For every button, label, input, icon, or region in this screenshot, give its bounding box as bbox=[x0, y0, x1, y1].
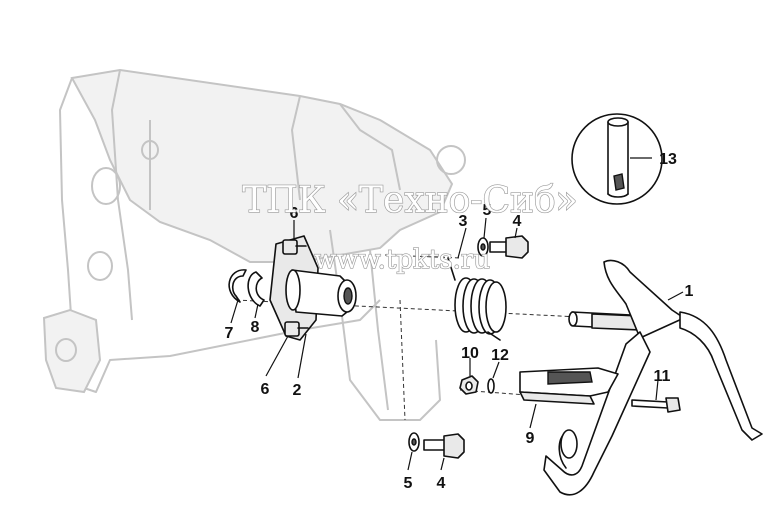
callout-1: 1 bbox=[685, 283, 694, 300]
callout-12: 12 bbox=[491, 347, 509, 364]
part-5-washer-top bbox=[477, 237, 489, 257]
callout-5-bottom: 5 bbox=[404, 475, 413, 492]
watermark: ТПК «Техно-Сиб» www.tpkts.ru bbox=[242, 179, 579, 275]
part-9-pedal-pad bbox=[519, 367, 619, 405]
part-6-flange-bolt-bottom bbox=[284, 321, 309, 337]
part-6-flange-bolt-top bbox=[282, 239, 307, 255]
callout-4-top: 4 bbox=[513, 213, 522, 230]
callout-3: 3 bbox=[459, 213, 468, 230]
part-10-nut bbox=[459, 375, 479, 395]
phantom-bracket bbox=[42, 68, 466, 421]
callout-9: 9 bbox=[526, 430, 535, 447]
callout-labels: 6 3 5 4 1 7 8 6 2 10 12 11 9 5 4 13 bbox=[225, 151, 694, 492]
callout-2: 2 bbox=[293, 382, 302, 399]
callout-6-bottom: 6 bbox=[261, 381, 270, 398]
callout-10: 10 bbox=[461, 345, 479, 362]
part-1-pedal-lever bbox=[543, 259, 763, 496]
callout-11: 11 bbox=[654, 368, 671, 385]
watermark-url: www.tpkts.ru bbox=[314, 245, 490, 275]
watermark-title: ТПК «Техно-Сиб» bbox=[242, 180, 577, 221]
part-3-torsion-spring bbox=[447, 257, 507, 341]
part-12-lock-washer bbox=[487, 378, 495, 394]
part-4-bolt-bottom bbox=[423, 433, 465, 459]
part-7-retaining-ring bbox=[228, 269, 247, 303]
callout-5-top: 5 bbox=[483, 202, 492, 219]
callout-8: 8 bbox=[251, 319, 260, 336]
part-4-bolt-top bbox=[489, 235, 529, 259]
callout-6-top: 6 bbox=[290, 205, 299, 222]
part-2-flanged-bushing bbox=[269, 235, 357, 341]
part-11-long-bolt bbox=[631, 397, 681, 413]
callout-4-bottom: 4 bbox=[437, 475, 446, 492]
part-8-spring-washer bbox=[247, 271, 265, 307]
part-5-washer-bottom bbox=[408, 432, 420, 452]
leader-lines bbox=[230, 157, 684, 471]
callout-7: 7 bbox=[225, 325, 234, 342]
callout-13: 13 bbox=[659, 151, 677, 168]
detail-view-13 bbox=[571, 113, 663, 205]
